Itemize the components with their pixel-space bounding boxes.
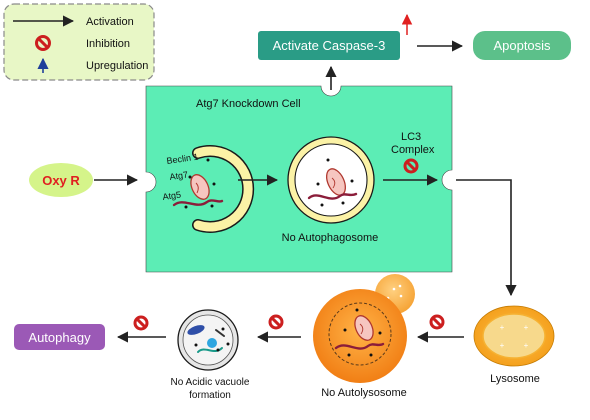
no-autolysosome-label: No Autolysosome [321, 387, 407, 399]
svg-text:+: + [500, 341, 505, 350]
atg7-knockdown-cell: Atg7 Knockdown Cell Beclin 1 Atg7 Atg5 [145, 85, 453, 273]
no-acidic-label-line1: No Acidic vacuole [171, 377, 250, 388]
autophagosome-vesicle [287, 136, 375, 224]
svg-text:+: + [524, 341, 529, 350]
inhibition-icon [35, 35, 51, 51]
no-autophagosome-label: No Autophagosome [282, 232, 379, 244]
autophagy-node: Autophagy [14, 324, 105, 350]
acidic-vacuole [177, 309, 239, 371]
phagophore: Beclin 1 Atg7 Atg5 [162, 145, 255, 233]
svg-text:+: + [500, 323, 505, 332]
arrow-cell-to-lysosome [456, 179, 517, 297]
mitochondrion-icon [190, 174, 210, 200]
autophagy-label: Autophagy [28, 330, 91, 345]
legend-activation-label: Activation [86, 16, 134, 28]
oxy-r-label: Oxy R [42, 173, 80, 188]
lysosome-label: Lysosome [490, 373, 540, 385]
autolysosome [313, 274, 415, 383]
inhibition-icon [268, 314, 284, 330]
lc3-label-line1: LC3 [401, 131, 421, 143]
apoptosis-label: Apoptosis [493, 38, 551, 53]
legend-upregulation-label: Upregulation [86, 60, 148, 72]
oxy-r-node: Oxy R [29, 163, 93, 197]
lysosome: + + + + [473, 305, 555, 367]
inhibition-icon [133, 315, 149, 331]
mitochondrion-icon [354, 315, 374, 341]
lc3-label-line2: Complex [391, 144, 435, 156]
apoptosis-node: Apoptosis [473, 31, 571, 60]
inhibition-icon [429, 314, 445, 330]
atg5-label: Atg5 [162, 190, 182, 202]
legend: Activation Inhibition Upregulation [3, 3, 155, 81]
caspase-node: Activate Caspase-3 [258, 31, 400, 60]
no-acidic-label-line2: formation [189, 390, 231, 401]
svg-text:+: + [524, 323, 529, 332]
cell-title: Atg7 Knockdown Cell [196, 98, 301, 110]
atg7-label: Atg7 [169, 170, 189, 182]
caspase-label: Activate Caspase-3 [273, 38, 386, 53]
inhibition-icon [403, 158, 419, 174]
legend-inhibition-label: Inhibition [86, 38, 130, 50]
beclin-label: Beclin 1 [166, 152, 199, 166]
